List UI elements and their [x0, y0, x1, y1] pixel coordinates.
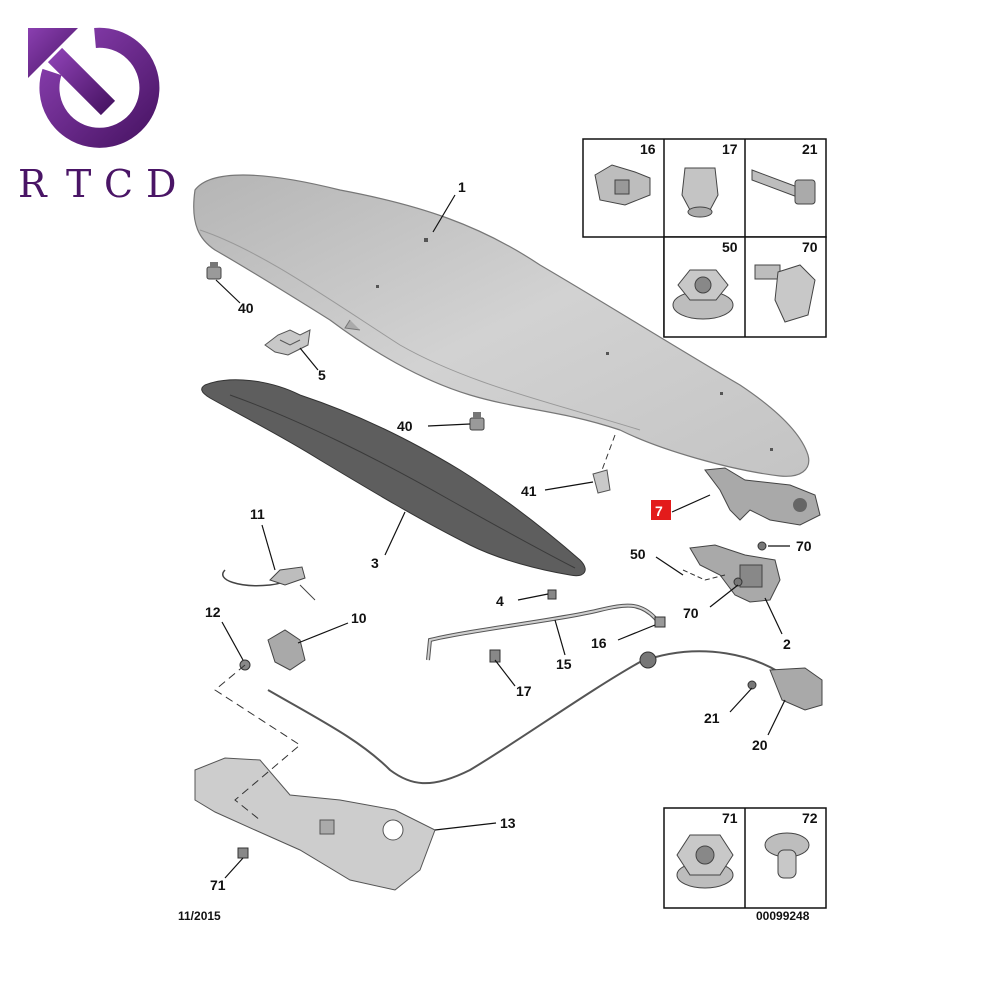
release-cable — [267, 650, 791, 785]
diagram-date: 11/2015 — [178, 909, 221, 923]
part-5-emblem — [264, 329, 311, 356]
legend-label-21: 21 — [802, 141, 818, 157]
callout-70: 70 — [683, 605, 699, 621]
legend-label-17: 17 — [722, 141, 738, 157]
callout-12: 12 — [205, 604, 221, 620]
nut-71-icon — [676, 834, 734, 889]
brand-logo: R T C D — [18, 27, 176, 206]
callout-71: 71 — [210, 877, 226, 893]
part-20-lock — [747, 667, 823, 711]
part-41-buffer — [592, 434, 616, 494]
callout-21: 21 — [704, 710, 720, 726]
callout-4: 4 — [496, 593, 504, 609]
legend-label-50: 50 — [722, 239, 738, 255]
brand-letter: D — [146, 162, 176, 206]
clip-17-icon — [681, 167, 719, 218]
legend-label-71: 71 — [722, 810, 738, 826]
part-40-clip — [469, 412, 485, 431]
callout-labels: 1 40 5 40 3 41 7 70 50 70 2 4 11 12 10 1… — [205, 179, 812, 893]
legend-label-72: 72 — [802, 810, 818, 826]
callout-7: 7 — [655, 503, 663, 519]
brand-letter: T — [66, 162, 91, 206]
part-13-bracket — [194, 757, 436, 891]
part-10-handle — [267, 629, 306, 671]
clip-16-icon — [594, 164, 651, 206]
part-4-clip — [547, 589, 557, 600]
part-40-clip — [206, 262, 222, 280]
callout-5: 5 — [318, 367, 326, 383]
part-71-nut — [237, 847, 249, 859]
hardware-legend-top: 16 17 21 50 70 — [582, 138, 827, 338]
brand-letter: R — [18, 162, 48, 206]
part-15-rod — [426, 603, 666, 663]
nut-50-icon — [672, 269, 734, 320]
clip-72-icon — [764, 832, 810, 879]
callout-13: 13 — [500, 815, 516, 831]
bolt-21-icon — [751, 169, 816, 205]
bolt-70-icon — [754, 264, 816, 323]
callout-16: 16 — [591, 635, 607, 651]
rotate-arrow-icon — [28, 27, 160, 148]
callout-41: 41 — [521, 483, 537, 499]
callout-20: 20 — [752, 737, 768, 753]
legend-label-70: 70 — [802, 239, 818, 255]
callout-11: 11 — [250, 506, 265, 522]
callout-70: 70 — [796, 538, 812, 554]
callout-10: 10 — [351, 610, 367, 626]
part-7-bracket — [704, 467, 821, 526]
part-3-insulation — [201, 379, 586, 577]
assembly-guide-lines — [214, 664, 301, 821]
brand-letter: C — [104, 162, 133, 206]
leader-lines — [215, 194, 790, 879]
callout-40: 40 — [397, 418, 413, 434]
diagram-reference-number: 00099248 — [756, 909, 810, 923]
callout-3: 3 — [371, 555, 379, 571]
legend-label-16: 16 — [640, 141, 656, 157]
part-1-bonnet — [193, 174, 810, 477]
callout-40: 40 — [238, 300, 254, 316]
callout-1: 1 — [458, 179, 466, 195]
callout-17: 17 — [516, 683, 532, 699]
callout-15: 15 — [556, 656, 572, 672]
part-2-lock — [682, 541, 781, 603]
highlight-badge — [651, 500, 671, 520]
hardware-legend-bottom: 71 72 — [663, 807, 827, 909]
callout-50: 50 — [630, 546, 646, 562]
part-11-cable — [222, 566, 316, 601]
callout-2: 2 — [783, 636, 791, 652]
